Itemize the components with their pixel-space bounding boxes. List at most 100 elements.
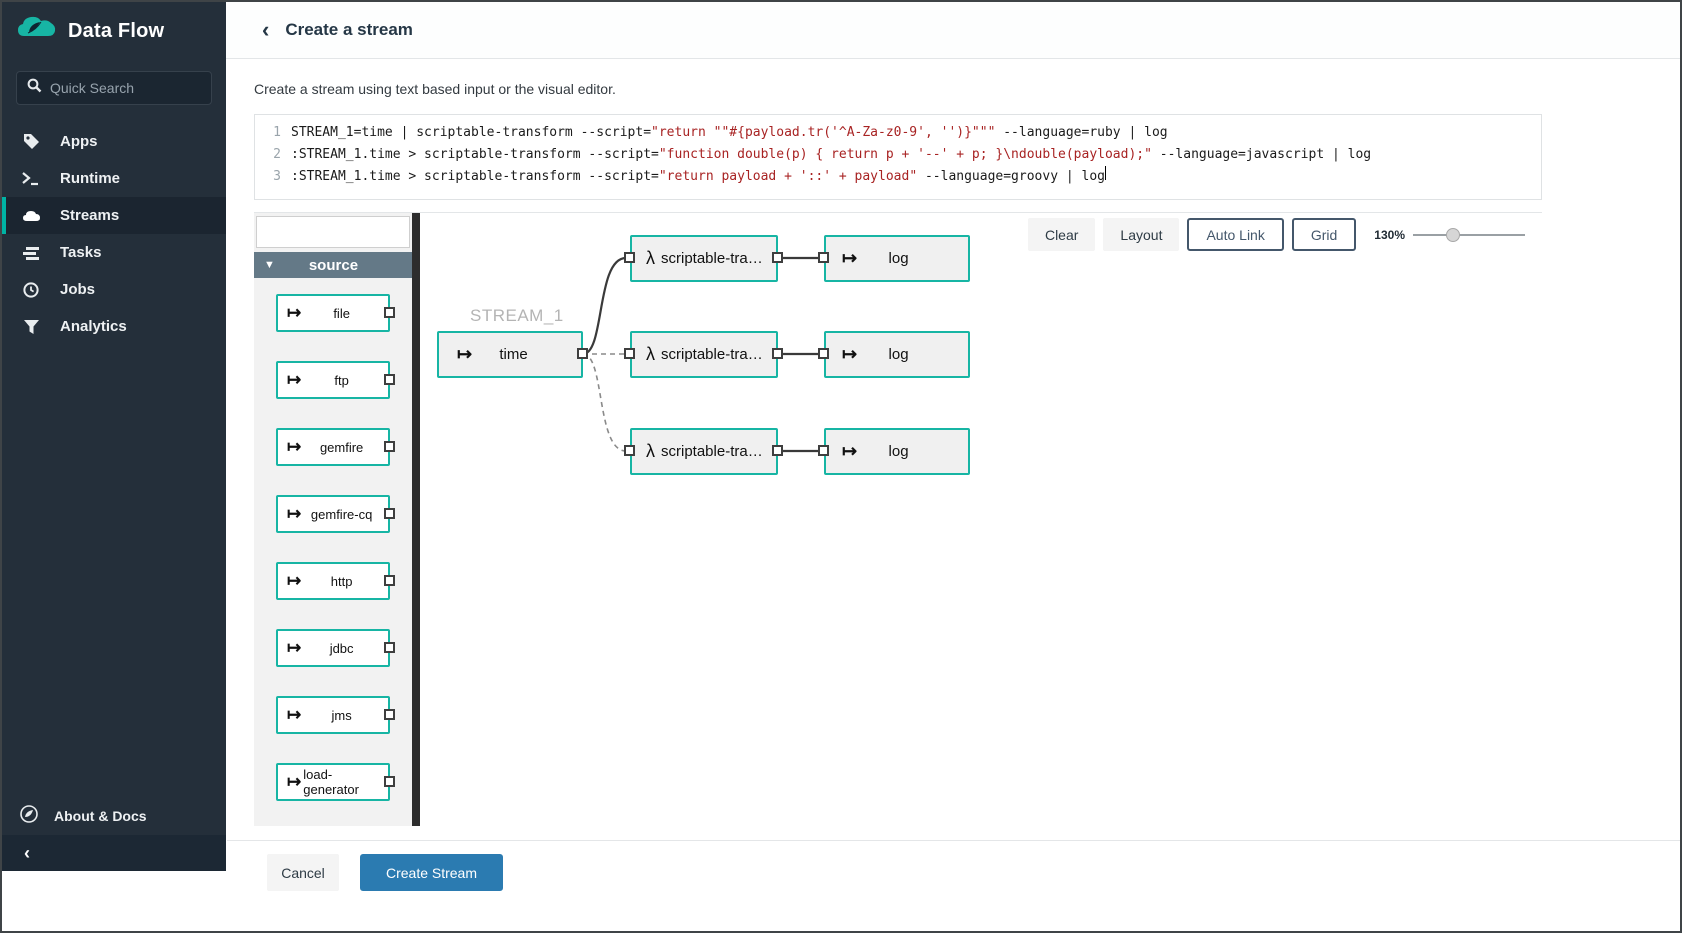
palette-group-source[interactable]: ▼ source [254,252,412,278]
input-port[interactable] [818,348,829,359]
output-port[interactable] [772,348,783,359]
sidebar-item-label: Tasks [60,244,102,261]
sidebar-item-analytics[interactable]: Analytics [2,308,226,345]
source-arrow-icon: ↦ [457,344,473,364]
sidebar-item-streams[interactable]: Streams [2,197,226,234]
output-port[interactable] [384,508,395,519]
palette-group-label: source [308,256,359,274]
sidebar-collapse-button[interactable]: ‹ [2,835,226,871]
code-text: --language=javascript | log [1151,147,1372,162]
palette-item-jdbc[interactable]: ↦ jdbc [276,629,395,667]
palette-filter[interactable] [256,216,410,248]
zoom-slider-track [1413,233,1525,236]
chevron-down-icon: ▼ [264,259,275,271]
palette-item-label: jms [331,707,352,723]
intro-text: Create a stream using text based input o… [254,81,616,97]
code-text: :STREAM_1.time > scriptable-transform --… [291,147,659,162]
node-scriptable-transform-3[interactable]: λ scriptable-tra… [630,428,778,475]
create-stream-button[interactable]: Create Stream [360,854,503,891]
cloud-icon [20,209,42,222]
flow-editor: ▼ source ↦ file ↦ ftp ↦ gemfire [254,212,1542,826]
node-label: log [888,443,909,460]
input-port[interactable] [624,252,635,263]
output-port[interactable] [384,374,395,385]
back-icon[interactable]: ‹ [262,17,270,42]
input-port[interactable] [624,348,635,359]
zoom-percent-label: 130% [1374,227,1405,242]
output-port[interactable] [384,642,395,653]
code-string: "return ""#{payload.tr('^A-Za-z0-9', '')… [651,125,996,140]
sidebar-item-label: Streams [60,207,120,224]
node-label: log [888,250,909,267]
palette-item-load-generator[interactable]: ↦ load-generator [276,763,395,801]
sidebar-item-runtime[interactable]: Runtime [2,160,226,197]
code-text: STREAM_1=time | scriptable-transform --s… [291,125,652,140]
node-scriptable-transform-1[interactable]: λ scriptable-tra… [630,235,778,282]
sidebar-item-apps[interactable]: Apps [2,123,226,160]
node-label: time [499,346,528,363]
sidebar-item-tasks[interactable]: Tasks [2,234,226,271]
sidebar-item-label: Runtime [60,170,120,187]
input-port[interactable] [818,252,829,263]
sidebar-item-label: Analytics [60,318,127,335]
zoom-slider-thumb[interactable] [1446,227,1460,242]
palette-item-label: gemfire-cq [310,506,373,522]
palette-splitter[interactable] [412,213,420,826]
sink-arrow-icon: ↦ [842,344,858,364]
palette-item-ftp[interactable]: ↦ ftp [276,361,395,399]
flow-canvas[interactable]: Clear Layout Auto Link Grid 130% STREA [420,213,1542,826]
clear-button[interactable]: Clear [1027,218,1096,251]
code-string: "return payload + '::' + payload" [658,169,918,184]
leaf-icon [20,805,38,826]
palette-item-jms[interactable]: ↦ jms [276,696,395,734]
lambda-icon: λ [646,441,655,461]
output-port[interactable] [384,776,395,787]
palette-item-gemfire[interactable]: ↦ gemfire [276,428,395,466]
node-time[interactable]: ↦ time [437,331,583,378]
auto-link-toggle[interactable]: Auto Link [1187,218,1284,251]
palette-item-http[interactable]: ↦ http [276,562,395,600]
layout-button[interactable]: Layout [1103,218,1180,251]
output-port[interactable] [384,441,395,452]
brand: Data Flow [2,2,226,59]
stream-definition-editor[interactable]: 1 STREAM_1=time | scriptable-transform -… [254,114,1542,200]
cancel-button[interactable]: Cancel [267,854,339,891]
node-label: scriptable-tra… [661,250,763,267]
source-arrow-icon: ↦ [287,705,302,724]
output-port[interactable] [577,348,588,359]
input-port[interactable] [624,445,635,456]
terminal-icon [20,171,42,186]
sink-arrow-icon: ↦ [842,441,858,461]
output-port[interactable] [384,307,395,318]
node-log-2[interactable]: ↦ log [824,331,970,378]
brand-title: Data Flow [68,20,165,42]
filter-funnel-icon [20,319,42,334]
palette-filter-input[interactable] [257,217,409,247]
output-port[interactable] [772,445,783,456]
output-port[interactable] [384,709,395,720]
source-arrow-icon: ↦ [287,571,302,590]
node-log-3[interactable]: ↦ log [824,428,970,475]
palette-item-label: ftp [334,372,349,388]
zoom-slider[interactable] [1413,227,1525,242]
source-arrow-icon: ↦ [287,370,302,389]
sidebar-item-jobs[interactable]: Jobs [2,271,226,308]
output-port[interactable] [772,252,783,263]
node-log-1[interactable]: ↦ log [824,235,970,282]
source-arrow-icon: ↦ [287,437,302,456]
palette-item-label: gemfire [319,439,364,455]
node-label: scriptable-tra… [661,346,763,363]
palette-item-gemfire-cq[interactable]: ↦ gemfire-cq [276,495,395,533]
sidebar: Data Flow Apps Runtime Streams [2,2,226,871]
sidebar-item-about-docs[interactable]: About & Docs [2,796,226,835]
input-port[interactable] [818,445,829,456]
grid-toggle[interactable]: Grid [1291,218,1357,251]
code-line: 3 :STREAM_1.time > scriptable-transform … [255,166,1541,188]
palette-item-file[interactable]: ↦ file [276,294,395,332]
quick-search-input[interactable] [50,80,190,96]
node-scriptable-transform-2[interactable]: λ scriptable-tra… [630,331,778,378]
spring-cloud-logo-icon [16,14,58,49]
quick-search[interactable] [16,71,212,105]
output-port[interactable] [384,575,395,586]
